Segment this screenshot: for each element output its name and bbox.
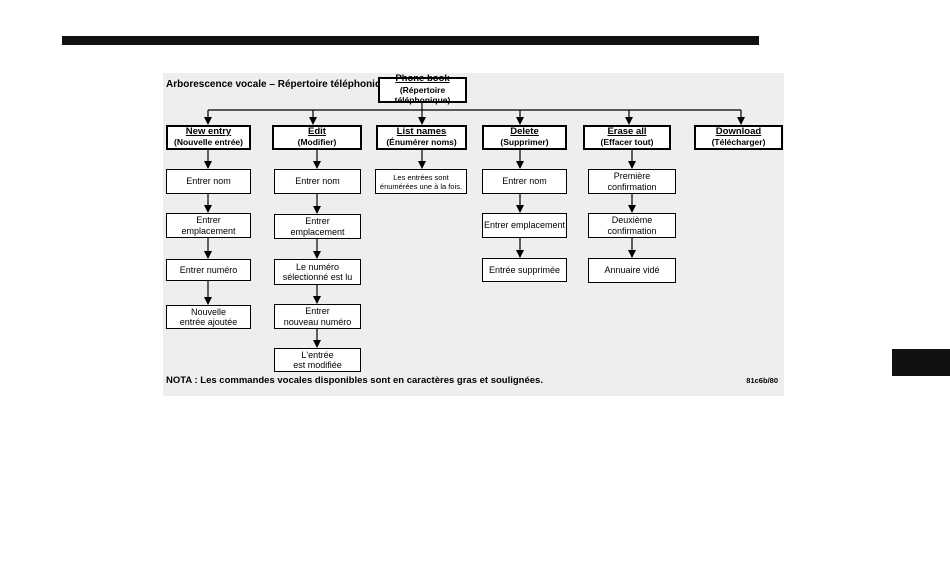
step-box: Deuxième confirmation [588,213,676,238]
command-label: New entry [185,126,232,138]
step-box: Le numéro sélectionné est lu [274,259,361,285]
root-translation: (Répertoire téléphonique) [394,85,451,106]
command-label: Delete [510,126,539,138]
voice-tree-diagram: Arborescence vocale – Répertoire télépho… [163,73,784,396]
step-box: Entrée supprimée [482,258,567,282]
step-box: Entrer nom [482,169,567,194]
step-box: Première confirmation [588,169,676,194]
command-translation: (Nouvelle entrée) [174,137,243,148]
section-tab [892,349,950,376]
step-box: Entrer nom [166,169,251,194]
step-box: Nouvelle entrée ajoutée [166,305,251,329]
step-box: Entrer emplacement [274,214,361,239]
step-box: Entrer nom [274,169,361,194]
step-box: Entrer emplacement [166,213,251,238]
command-download: Download (Télécharger) [694,125,783,150]
step-box: Les entrées sont énumérées une à la fois… [375,169,467,194]
step-box: Entrer numéro [166,259,251,281]
command-delete: Delete (Supprimer) [482,125,567,150]
header-rule [62,36,759,45]
command-erase-all: Erase all (Effacer tout) [583,125,671,150]
command-label: Edit [308,126,326,138]
step-box: Entrer emplacement [482,213,567,238]
command-label: Erase all [607,126,647,138]
command-new-entry: New entry (Nouvelle entrée) [166,125,251,150]
command-translation: (Énumérer noms) [386,137,457,148]
step-box: L'entrée est modifiée [274,348,361,372]
root-command: Phone book [395,73,450,85]
step-box: Annuaire vidé [588,258,676,283]
command-list-names: List names (Énumérer noms) [376,125,467,150]
command-translation: (Supprimer) [500,137,549,148]
command-translation: (Effacer tout) [600,137,654,148]
command-edit: Edit (Modifier) [272,125,362,150]
root-node-phone-book: Phone book (Répertoire téléphonique) [378,73,467,106]
command-translation: (Modifier) [297,137,337,148]
figure-code: 81c6b/80 [746,376,778,385]
diagram-title: Arborescence vocale – Répertoire télépho… [166,79,393,90]
command-label: List names [396,126,447,138]
step-box: Entrer nouveau numéro [274,304,361,329]
connector-lines [204,103,745,348]
command-translation: (Télécharger) [711,137,766,148]
footnote: NOTA : Les commandes vocales disponibles… [166,375,543,386]
command-label: Download [715,126,762,138]
